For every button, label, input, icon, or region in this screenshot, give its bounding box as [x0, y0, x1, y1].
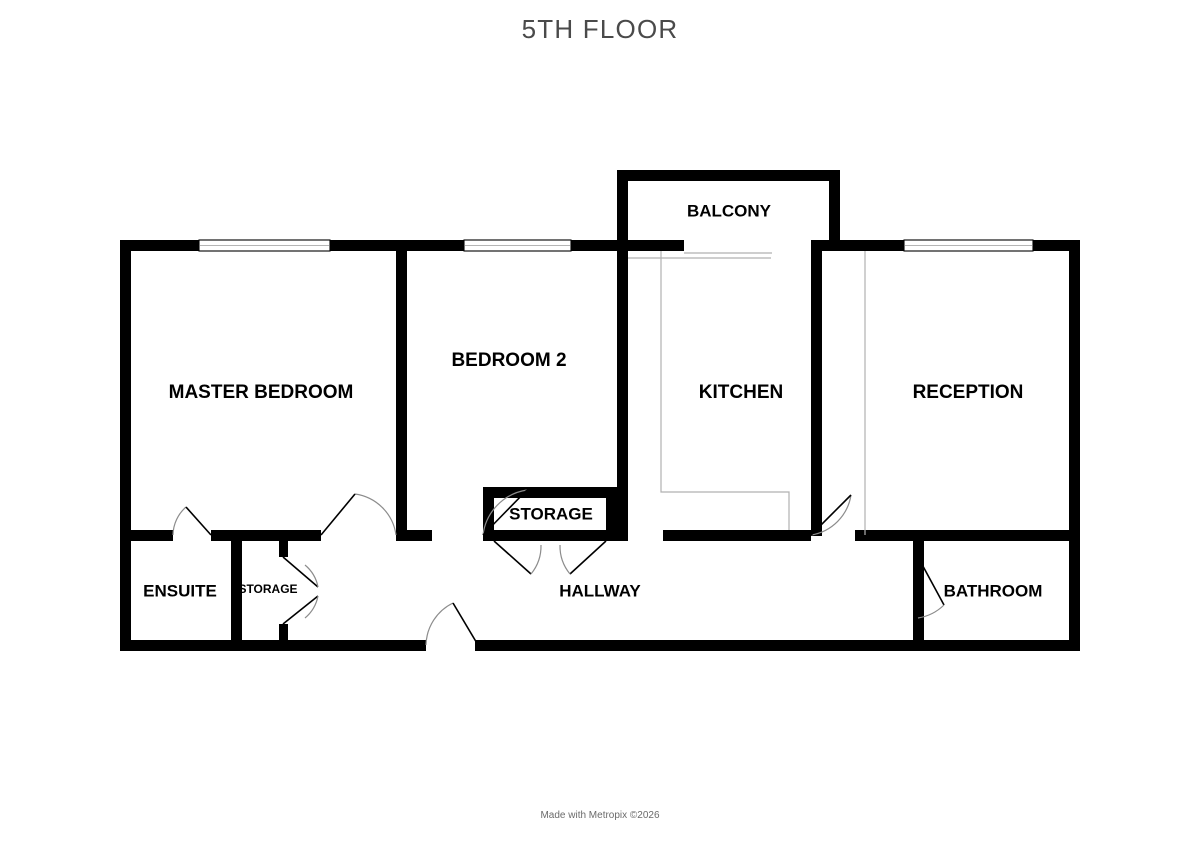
room-label-reception: RECEPTION — [913, 382, 1024, 403]
window-master-bedroom — [198, 239, 331, 252]
door-entrance[interactable] — [425, 602, 479, 646]
wall-top-seg-4 — [839, 240, 905, 251]
door-storage-main-right[interactable] — [559, 540, 607, 575]
room-label-master-bedroom: MASTER BEDROOM — [169, 382, 354, 403]
wall-bedroom2-right — [617, 240, 628, 536]
wall-balcony-right — [829, 170, 840, 246]
room-labels-group: BALCONY MASTER BEDROOM BEDROOM 2 KITCHEN… — [143, 201, 1042, 600]
wall-storage-main-left — [483, 487, 494, 541]
room-label-hallway: HALLWAY — [559, 581, 641, 600]
door-ensuite[interactable] — [172, 506, 212, 536]
doors-group — [172, 489, 945, 646]
room-label-storage-closet: STORAGE — [238, 582, 297, 596]
wall-left-exterior — [120, 240, 131, 651]
wall-group — [120, 170, 1080, 651]
wall-balcony-sill-right — [811, 240, 840, 251]
wall-balcony-top — [617, 170, 840, 181]
room-label-kitchen: KITCHEN — [699, 382, 783, 403]
door-storage-main-left[interactable] — [493, 540, 542, 575]
door-master-bedroom[interactable] — [320, 493, 397, 536]
kitchen-counter-run — [660, 251, 790, 530]
wall-balcony-sill-left — [617, 240, 684, 251]
wall-hallway-north-seg-6 — [855, 530, 1069, 541]
wall-top-seg-3 — [570, 240, 618, 251]
window-bedroom-2 — [463, 239, 572, 252]
room-label-bedroom-2: BEDROOM 2 — [451, 350, 566, 371]
door-reception[interactable] — [810, 494, 852, 536]
room-label-storage-main: STORAGE — [509, 504, 593, 523]
door-storage-closet-left[interactable] — [282, 556, 319, 588]
wall-storage-main-right — [606, 487, 617, 541]
door-bedroom-2[interactable] — [482, 489, 528, 536]
windows-group — [198, 239, 1034, 252]
wall-bottom-seg-right — [475, 640, 1080, 651]
page-title: 5TH FLOOR — [521, 14, 679, 44]
wall-hallway-north-seg-5 — [663, 530, 811, 541]
wall-hallway-north-seg-2 — [211, 530, 321, 541]
door-bathroom[interactable] — [917, 556, 945, 619]
wall-hallway-north-seg-1 — [120, 530, 173, 541]
wall-right-exterior — [1069, 240, 1080, 651]
wall-storage-closet-right-top — [279, 541, 288, 557]
wall-bathroom-left — [913, 541, 924, 651]
wall-top-seg-5 — [1032, 240, 1080, 251]
wall-master-bedroom-right — [396, 240, 407, 536]
wall-kitchen-right — [811, 240, 822, 536]
window-reception — [903, 239, 1034, 252]
wall-balcony-left — [617, 170, 628, 246]
door-storage-closet-right[interactable] — [282, 595, 319, 625]
wall-hallway-north-seg-4 — [483, 530, 628, 541]
wall-bottom-seg-left — [120, 640, 426, 651]
fittings-group — [628, 251, 866, 535]
wall-storage-closet-right-bottom — [279, 624, 288, 651]
room-label-balcony: BALCONY — [687, 201, 772, 220]
room-label-bathroom: BATHROOM — [944, 581, 1043, 600]
plan-credit: Made with Metropix ©2026 — [540, 810, 660, 821]
wall-storage-main-top — [483, 487, 617, 498]
wall-ensuite-right — [231, 530, 242, 651]
room-label-ensuite: ENSUITE — [143, 581, 217, 600]
wall-hallway-north-seg-3 — [396, 530, 432, 541]
wall-top-seg-1 — [120, 240, 200, 251]
